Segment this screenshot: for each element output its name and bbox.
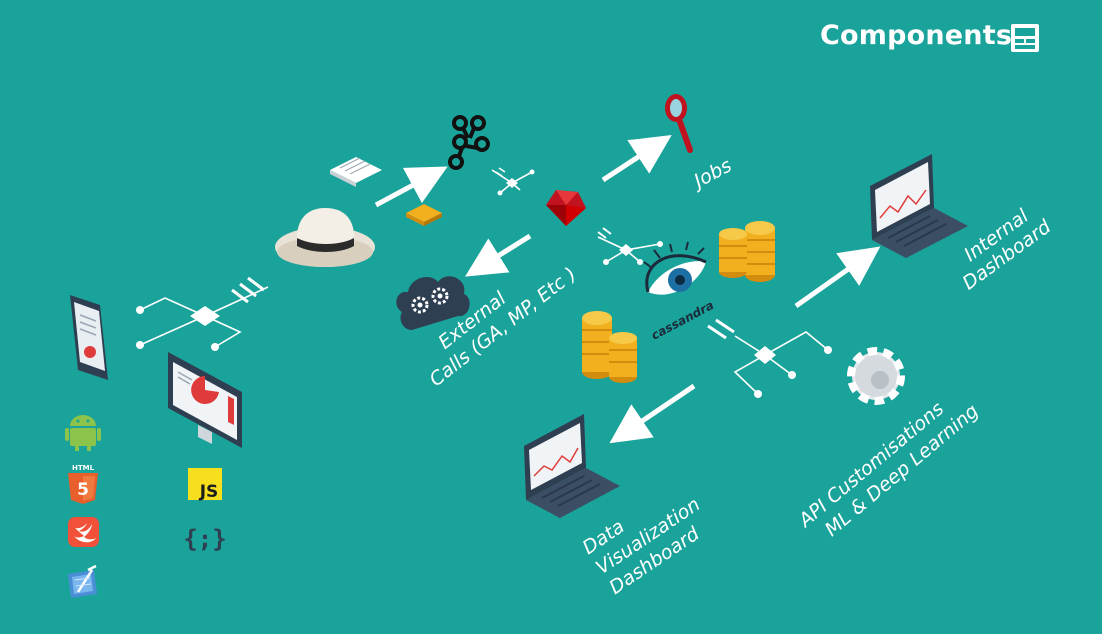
html5-icon — [68, 473, 98, 504]
gear-icon — [847, 347, 905, 405]
cassandra-hub — [597, 227, 663, 265]
document-icon — [330, 157, 382, 187]
arrow-hat-to-kafka — [374, 166, 448, 208]
coins-icon — [582, 311, 637, 383]
xcode-icon — [68, 564, 97, 598]
cassandra-eye-icon — [643, 241, 707, 295]
javascript-icon — [188, 468, 222, 500]
fedora-hat-icon — [275, 208, 375, 267]
cloud-gears-icon — [396, 276, 470, 330]
monitor-icon — [168, 352, 242, 448]
html5-text: HTML — [72, 464, 95, 472]
laptop-icon — [524, 414, 620, 518]
laptop-icon — [870, 154, 968, 258]
phone-icon — [70, 295, 108, 380]
cassandra-text: cassandra — [649, 298, 716, 343]
json-icon: {;} — [183, 525, 226, 553]
arrow-to-data-visualization — [609, 383, 696, 444]
kafka-hub — [491, 167, 535, 196]
android-icon — [65, 415, 101, 451]
magnifier-icon — [665, 94, 693, 153]
api-hub — [707, 318, 832, 398]
ruby-icon — [546, 190, 586, 226]
js-text: JS — [199, 482, 219, 502]
arrow-to-external-calls — [465, 233, 532, 277]
html5-number: 5 — [77, 480, 89, 500]
swift-icon — [68, 517, 99, 547]
coins-icon — [719, 221, 775, 282]
dashboard-panel-icon — [1011, 24, 1039, 52]
client-hub — [136, 276, 269, 351]
kafka-icon — [448, 115, 490, 170]
title-text: Components — [820, 20, 1013, 51]
arrow-ruby-to-jobs — [601, 135, 672, 183]
chip-icon — [406, 204, 442, 226]
page-title: Components — [820, 20, 1012, 51]
arrow-to-internal-dashboard — [794, 246, 881, 309]
